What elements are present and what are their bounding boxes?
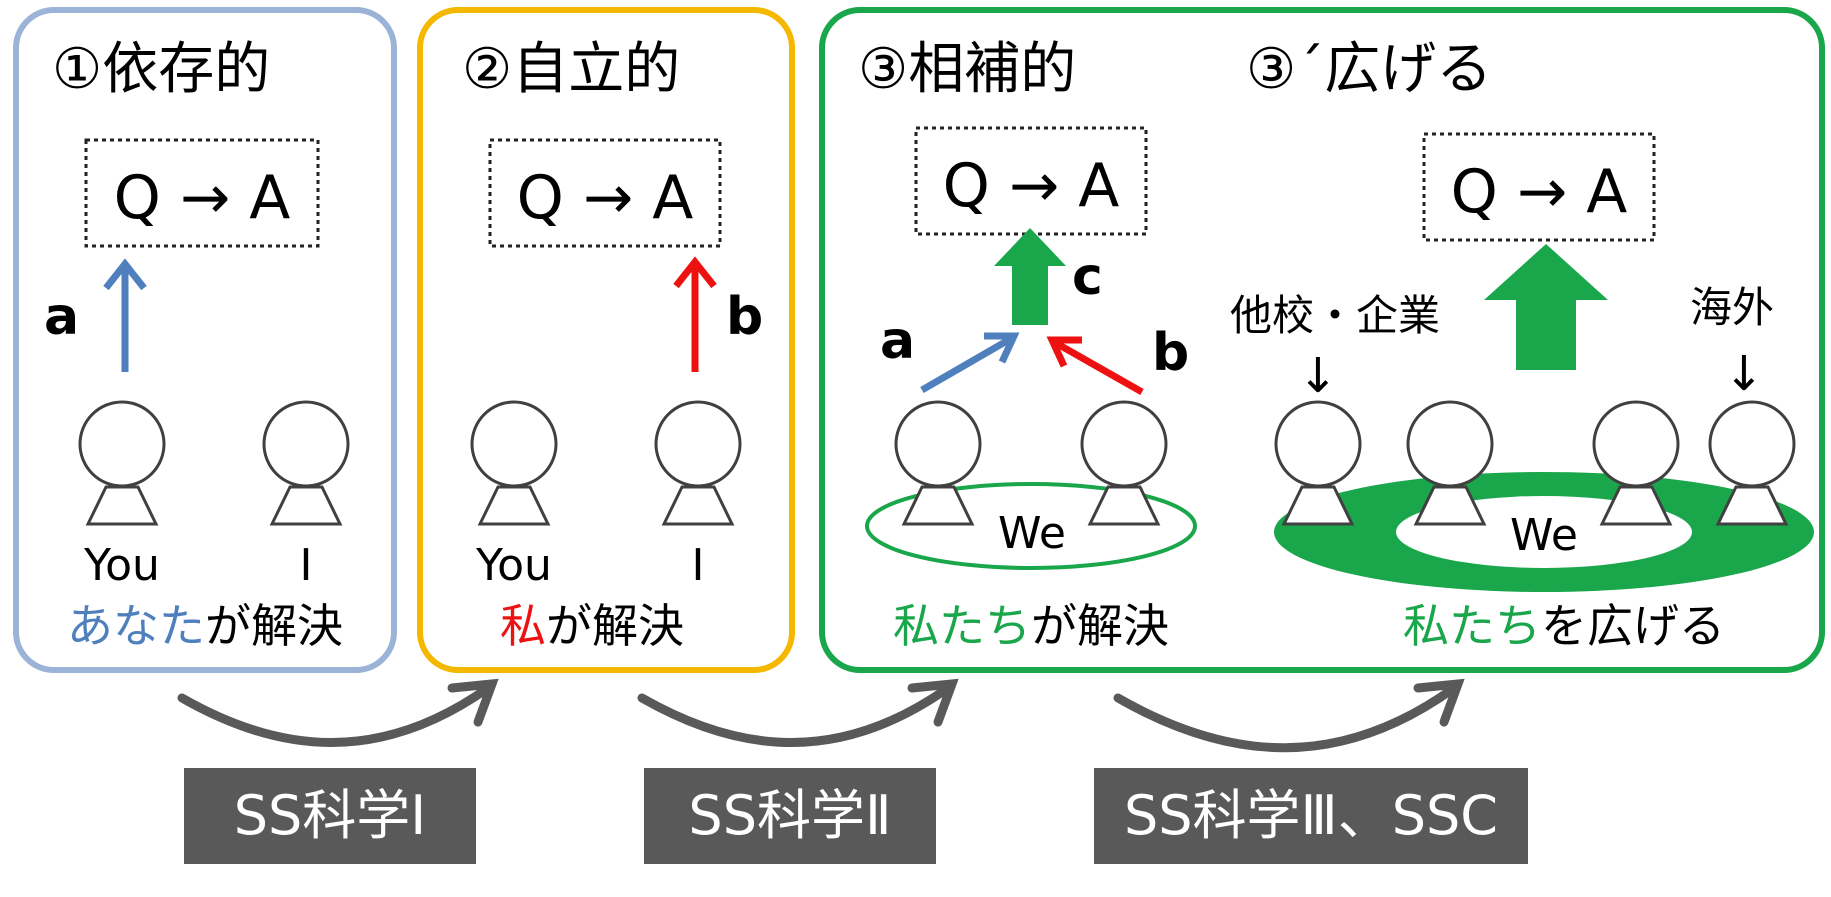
- label-i-1: I: [300, 540, 313, 591]
- person-i-2: [654, 400, 742, 526]
- qa-box-1: [84, 138, 320, 248]
- we-ring-small: [865, 482, 1197, 570]
- panel-complementary-title: ③相補的: [858, 37, 1076, 102]
- blue-arrow-up: [103, 258, 147, 372]
- qa-text-1: Q → A: [114, 163, 291, 233]
- qa-text-4: Q → A: [1451, 157, 1628, 227]
- green-arrow-large: [1484, 244, 1608, 370]
- panel-independent: [417, 7, 795, 673]
- person-i-1: [262, 400, 350, 526]
- transition-arrow-2: [637, 678, 959, 747]
- label-you-1: You: [83, 540, 160, 591]
- panel-expand-title: ③´広げる: [1246, 37, 1492, 102]
- we-label-4: We: [1510, 510, 1578, 561]
- stage-label-2-bg: [644, 768, 936, 864]
- panel-independent-title: ②自立的: [462, 37, 680, 102]
- blue-arrow-diagonal: [920, 332, 1020, 394]
- transition-arrow-1: [177, 678, 499, 747]
- qa-text-2: Q → A: [517, 163, 694, 233]
- transition-arrow-3: [1113, 678, 1465, 753]
- label-i-2: I: [692, 540, 705, 591]
- red-arrow-diagonal: [1046, 336, 1144, 396]
- red-arrow-up: [673, 256, 717, 372]
- person-you-2: [470, 400, 558, 526]
- overseas-label: 海外: [1690, 283, 1774, 332]
- caption-2: 私が解決: [500, 599, 684, 653]
- qa-text-3: Q → A: [943, 151, 1120, 221]
- arrow-label-b-3: b: [1152, 323, 1189, 383]
- down-arrow-right: ↓: [1724, 346, 1764, 402]
- stage-label-1: SS科学Ⅰ: [234, 784, 426, 847]
- caption-3: 私たちが解決: [893, 599, 1169, 653]
- down-arrow-left: ↓: [1298, 348, 1338, 404]
- we-label-3: We: [998, 508, 1066, 559]
- arrow-label-a: a: [44, 287, 79, 347]
- arrow-label-b: b: [726, 287, 763, 347]
- label-you-2: You: [475, 540, 552, 591]
- arrow-label-c: c: [1072, 247, 1103, 307]
- panel-complementary: [819, 7, 1825, 673]
- panel-dependent: [13, 7, 397, 673]
- caption-4: 私たちを広げる: [1403, 599, 1725, 653]
- other-schools-label: 他校・企業: [1230, 291, 1440, 340]
- stage-label-3: SS科学Ⅲ、SSC: [1124, 784, 1498, 847]
- stage-label-2: SS科学Ⅱ: [688, 784, 891, 847]
- person-right-3: [1080, 400, 1168, 526]
- person-you-1: [78, 400, 166, 526]
- person-left-3: [894, 400, 982, 526]
- qa-box-2: [488, 138, 722, 248]
- qa-box-4: [1422, 132, 1656, 242]
- green-arrow-c: [994, 228, 1066, 325]
- stage-label-1-bg: [184, 768, 476, 864]
- panel-dependent-title: ①依存的: [52, 37, 270, 102]
- stage-label-3-bg: [1094, 768, 1528, 864]
- arrow-label-a-3: a: [880, 311, 915, 371]
- caption-1: あなたが解決: [67, 599, 343, 653]
